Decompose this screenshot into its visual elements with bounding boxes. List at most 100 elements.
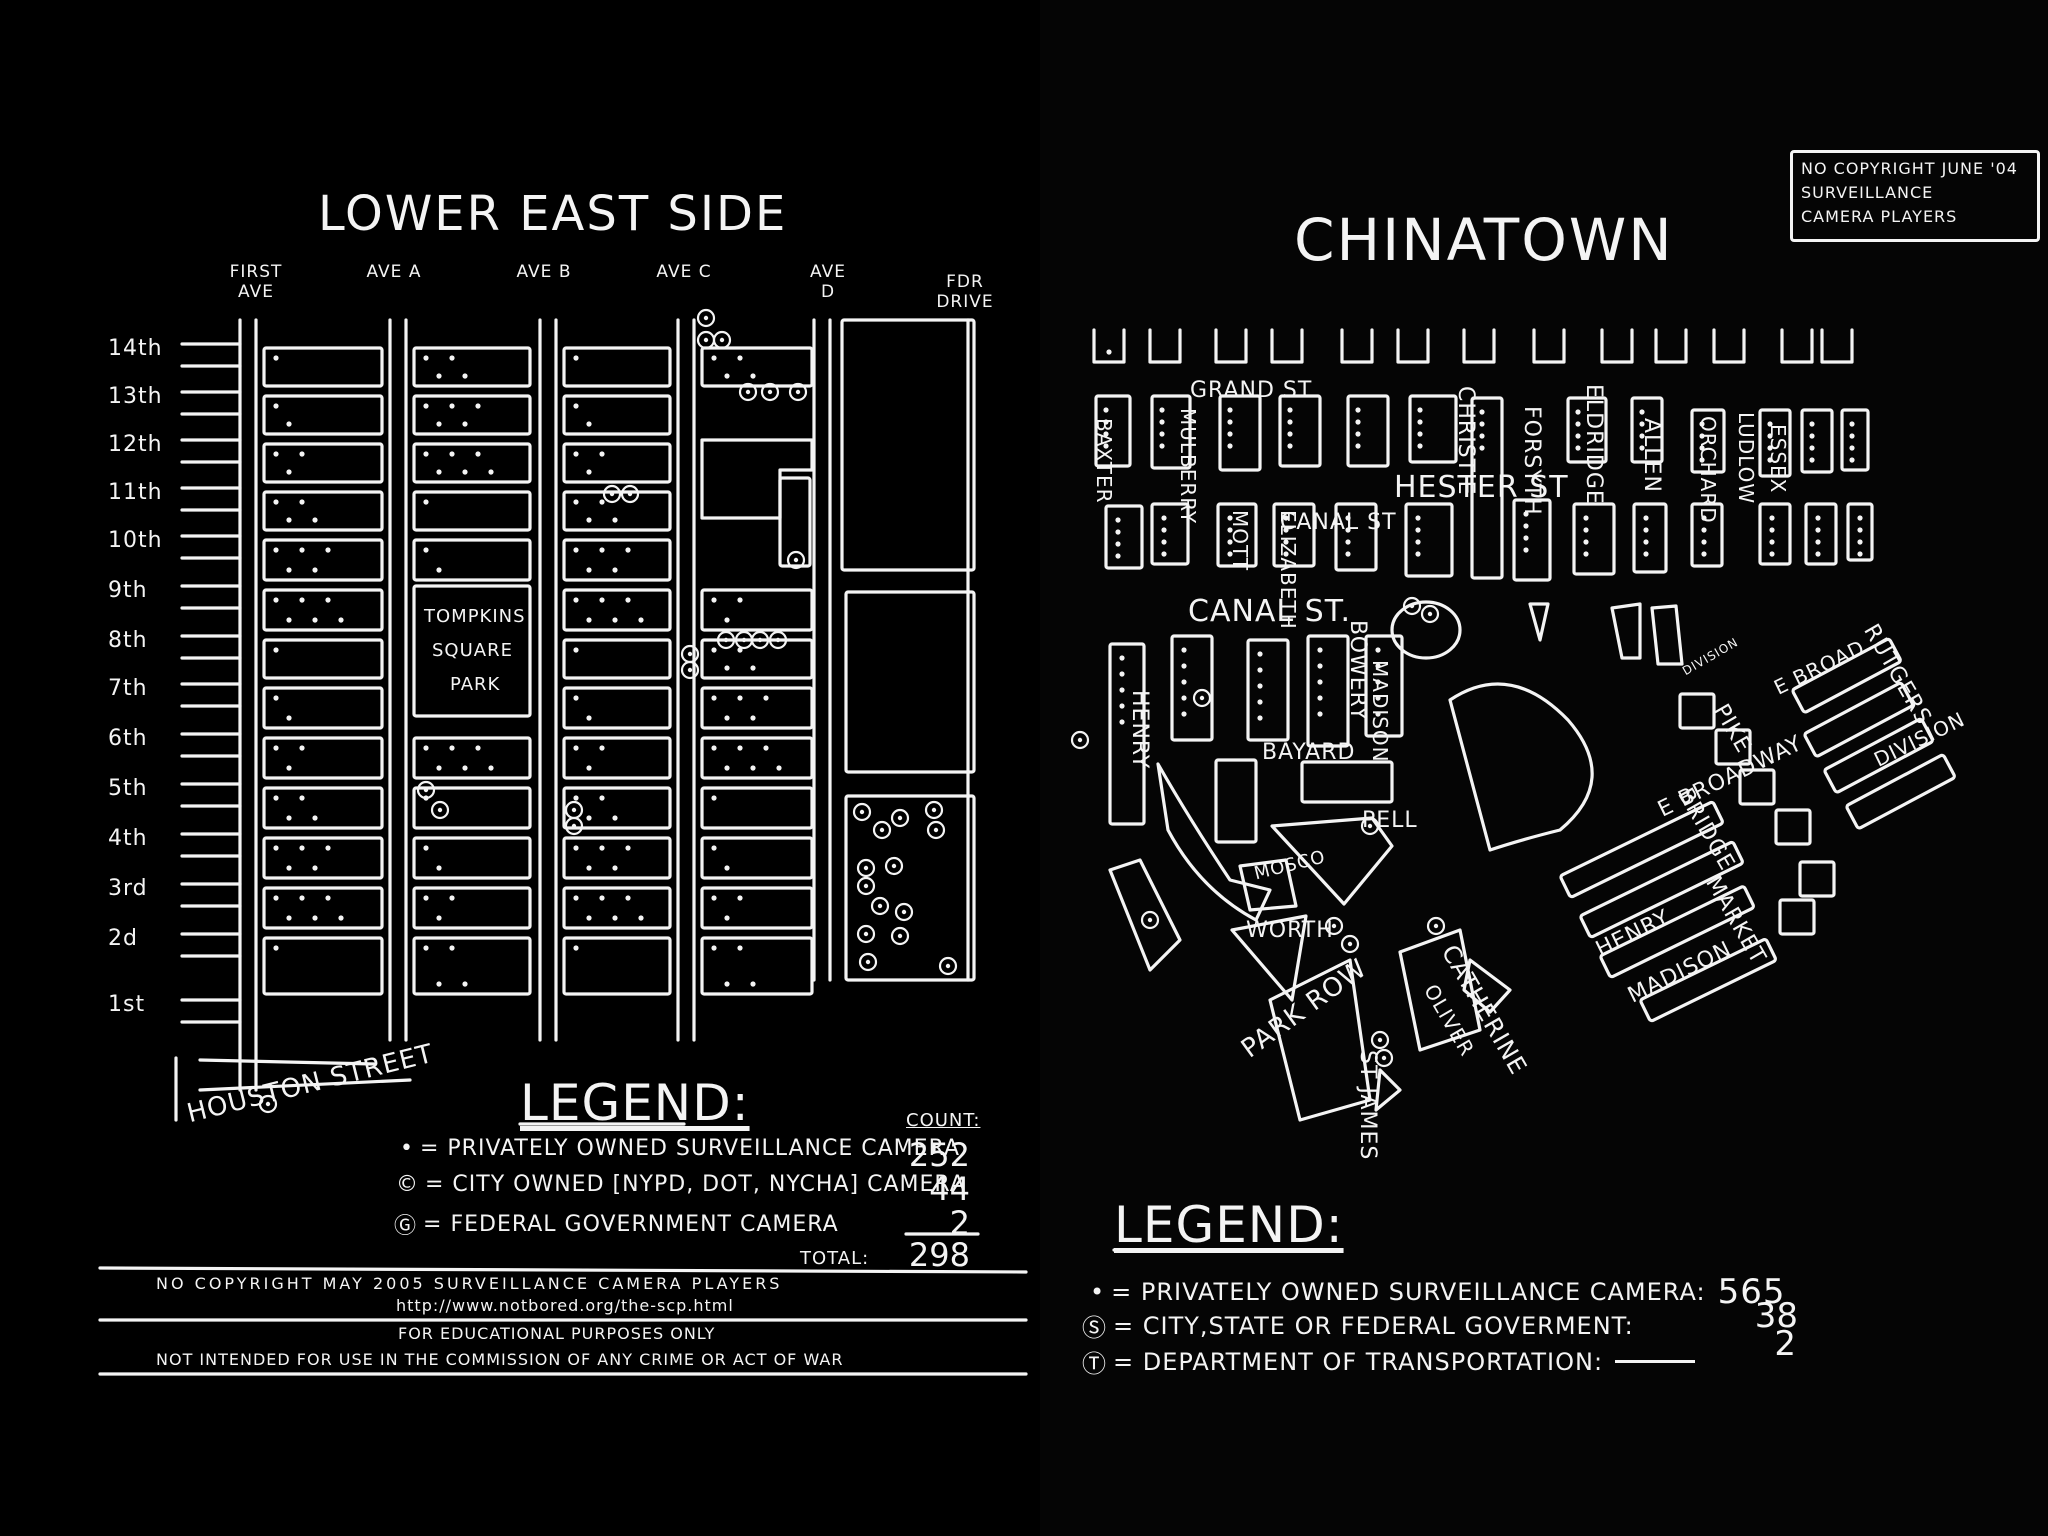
camera-dot	[573, 745, 579, 751]
government-camera-icon	[1192, 688, 1212, 708]
camera-dot	[1345, 539, 1351, 545]
city-block	[700, 886, 814, 930]
les-legend-label: = PRIVATELY OWNED SURVEILLANCE CAMERA	[419, 1136, 961, 1161]
camera-dot	[325, 845, 331, 851]
city-camera-center	[703, 337, 709, 343]
city-camera-center	[723, 637, 729, 643]
city-camera-icon	[564, 816, 584, 836]
camera-dot	[1583, 539, 1589, 545]
city-camera-center	[1427, 611, 1433, 617]
camera-dot	[462, 765, 468, 771]
city-block	[1780, 328, 1814, 364]
camera-dot	[1257, 667, 1263, 673]
confucius-plaza-block	[1448, 682, 1594, 852]
camera-dot	[776, 765, 782, 771]
city-block	[1758, 502, 1792, 566]
camera-dot	[586, 865, 592, 871]
camera-dot	[1119, 671, 1125, 677]
ct-legend-heading: LEGEND:	[1114, 1196, 1344, 1254]
camera-dot	[286, 865, 292, 871]
street-label-10th: 10th	[108, 528, 163, 553]
camera-dot	[273, 547, 279, 553]
city-block	[1599, 885, 1755, 979]
city-camera-center	[865, 959, 871, 965]
city-block	[1572, 502, 1616, 576]
street-label: ELDRIDGE	[1581, 384, 1606, 505]
ct-count-government: 38	[1754, 1296, 1798, 1336]
les-count-federal: 2	[949, 1204, 970, 1242]
camera-dot	[488, 469, 494, 475]
ct-count-transport: 2	[1774, 1324, 1796, 1364]
city-block	[1639, 938, 1777, 1023]
city-block	[1306, 634, 1350, 748]
city-block	[1791, 637, 1902, 714]
city-camera-icon	[894, 902, 914, 922]
city-block	[1600, 328, 1634, 364]
city-block	[412, 346, 532, 388]
camera-dot	[325, 547, 331, 553]
camera-dot	[711, 845, 717, 851]
camera-dot	[1849, 433, 1855, 439]
camera-dot	[1375, 695, 1381, 701]
park-label-3: PARK	[450, 674, 501, 695]
city-camera-center	[891, 863, 897, 869]
city-block	[1374, 1068, 1402, 1112]
camera-dot	[423, 945, 429, 951]
city-block	[1170, 634, 1214, 742]
city-block	[262, 442, 384, 484]
camera-dot	[273, 647, 279, 653]
chatham-circle	[1390, 600, 1462, 660]
camera-dot	[286, 915, 292, 921]
city-camera-icon	[680, 660, 700, 680]
camera-dot	[1317, 695, 1323, 701]
camera-dot	[312, 865, 318, 871]
camera-dot	[423, 403, 429, 409]
camera-dot	[1849, 445, 1855, 451]
city-block	[262, 736, 384, 780]
camera-dot	[1857, 539, 1863, 545]
camera-dot	[1257, 699, 1263, 705]
camera-dot	[273, 499, 279, 505]
city-block	[1512, 498, 1552, 582]
city-block	[1092, 328, 1126, 364]
les-footer-line1: NO COPYRIGHT MAY 2005 SURVEILLANCE CAMER…	[156, 1274, 783, 1293]
tompkins-square-park	[412, 584, 532, 718]
camera-dot	[1257, 651, 1263, 657]
street-label: CANAL ST.	[1188, 594, 1352, 629]
camera-dot	[1375, 711, 1381, 717]
east-river-block	[844, 590, 976, 774]
camera-dot	[1159, 407, 1165, 413]
government-camera-icon: Ⓢ	[1082, 1314, 1107, 1342]
camera-dot	[573, 647, 579, 653]
camera-dot	[312, 617, 318, 623]
camera-dot	[1417, 419, 1423, 425]
city-block	[700, 588, 814, 632]
city-camera-icon	[856, 924, 876, 944]
city-camera-icon	[856, 876, 876, 896]
camera-dot	[1345, 527, 1351, 533]
camera-dot	[1106, 349, 1112, 355]
camera-dot	[423, 745, 429, 751]
camera-dot	[1575, 433, 1581, 439]
camera-dot	[1415, 551, 1421, 557]
les-footer-line2: FOR EDUCATIONAL PURPOSES ONLY	[398, 1324, 716, 1343]
les-legend-label: = FEDERAL GOVERNMENT CAMERA	[423, 1211, 839, 1237]
camera-dot	[1769, 551, 1775, 557]
camera-dot	[1639, 445, 1645, 451]
city-block	[1108, 642, 1146, 826]
camera-dot	[1103, 431, 1109, 437]
city-camera-center	[719, 337, 725, 343]
street-label: BAYARD	[1262, 740, 1356, 765]
camera-dot	[1575, 421, 1581, 427]
camera-dot	[724, 715, 730, 721]
city-block	[1820, 328, 1854, 364]
city-camera-center	[1199, 695, 1205, 701]
street-label-8th: 8th	[108, 628, 148, 653]
city-camera-icon: ©	[396, 1172, 419, 1197]
city-camera-icon	[768, 630, 788, 650]
city-block	[412, 538, 532, 582]
camera-dot	[586, 517, 592, 523]
city-camera-icon	[788, 382, 808, 402]
camera-dot	[299, 795, 305, 801]
city-camera-icon	[738, 382, 758, 402]
